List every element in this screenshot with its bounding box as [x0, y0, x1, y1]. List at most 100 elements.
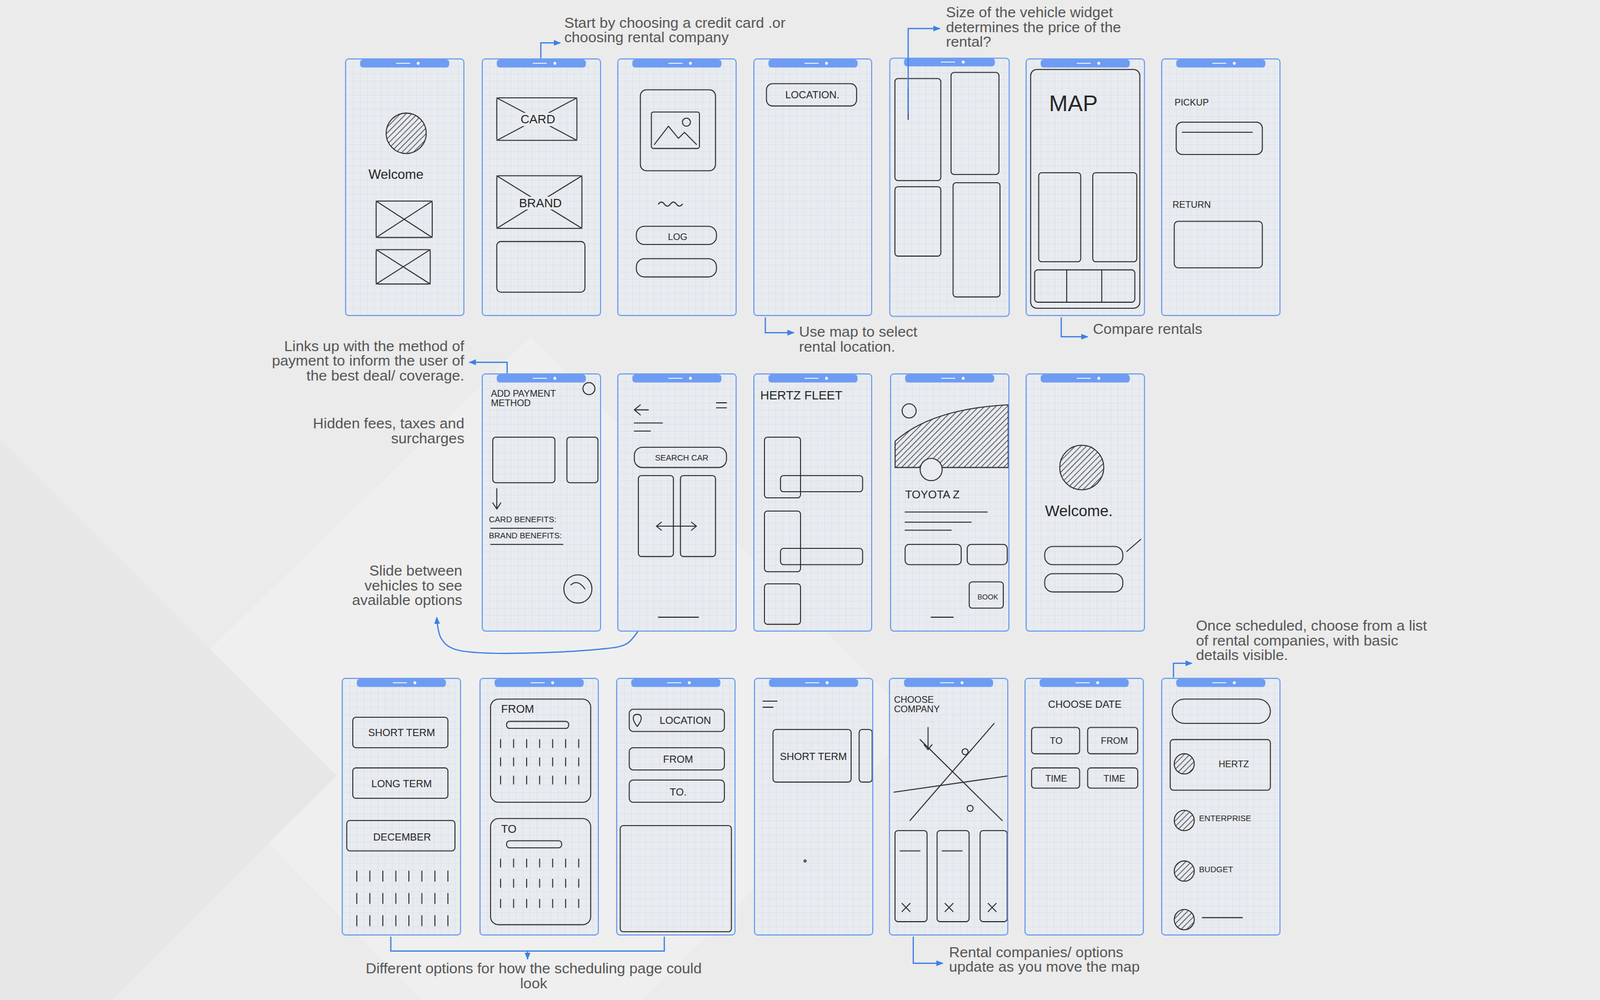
sketch-line [905, 530, 952, 532]
text-slot: CHOOSE COMPANY [893, 695, 976, 715]
sketch-text: CHOOSE DATE [1047, 698, 1122, 710]
phone-notch [903, 678, 993, 688]
background-diamond [0, 438, 337, 1000]
sketch-box [1031, 727, 1080, 754]
annotation-note: Once scheduled, choose from a list of re… [1196, 618, 1437, 663]
grid-paper [618, 374, 736, 631]
sketch-line [763, 706, 774, 708]
sketch-text: TIME [1045, 773, 1067, 784]
text-slot: SHORT TERM [773, 729, 853, 783]
notch-camera [553, 61, 557, 65]
phone-sketch [890, 678, 1008, 935]
sketch-content [763, 701, 873, 863]
grid-paper [755, 678, 873, 935]
text-slot: HERTZ FLEET [760, 388, 843, 402]
calendar-ticks [500, 878, 579, 888]
sketch-content [490, 382, 598, 604]
grid-paper [891, 374, 1009, 631]
sketch-content [347, 717, 456, 926]
notch-camera [1097, 377, 1100, 380]
sketch-text: FROM [1101, 736, 1129, 746]
annotation-note: Slide between vehicles to see available … [319, 563, 463, 608]
sketch-box [566, 437, 598, 483]
sketch-content [1174, 122, 1263, 268]
notch-camera [688, 377, 692, 380]
phone-notch [768, 59, 858, 68]
sketch-line [716, 407, 727, 409]
sketch-stroke [492, 488, 501, 509]
sketch-box [905, 544, 962, 565]
notch-speaker [667, 682, 682, 684]
sketch-circle [920, 458, 943, 481]
text-slot: SEARCH CAR [635, 447, 729, 469]
sketch-box [629, 780, 725, 803]
sketch-stroke [895, 405, 1009, 468]
phone-wireframe: SEARCH CAR [617, 373, 737, 632]
sketch-stroke [658, 201, 683, 206]
text-slot: TO [1031, 727, 1081, 755]
sketch-content [766, 83, 857, 106]
notch-speaker [940, 682, 954, 684]
sketch-text: LONG TERM [371, 778, 432, 789]
phone-notch [768, 374, 858, 383]
sketch-box [634, 447, 727, 468]
sketch-line [905, 511, 988, 513]
grid-paper [754, 59, 872, 316]
sketch-text: CARD [517, 112, 559, 126]
sketch-circle [682, 117, 691, 127]
phone-wireframe: LOCATIONFROMTO. [616, 677, 736, 937]
sketch-line [905, 521, 972, 523]
sketch-line [1101, 269, 1103, 302]
sketch-text: BRAND [515, 196, 565, 210]
sketch-box [620, 825, 732, 932]
text-slot: PICKUP [1174, 97, 1209, 108]
annotation-note: Size of the vehicle widget determines th… [946, 5, 1156, 50]
sketch-box [640, 89, 716, 171]
sketch-box [506, 840, 562, 848]
notch-speaker [804, 377, 819, 379]
notch-camera [826, 681, 829, 684]
grid-paper [342, 678, 460, 935]
sketch-content [893, 723, 1008, 922]
phone-sketch [1025, 678, 1143, 935]
text-slot: BUDGET [1198, 865, 1233, 874]
sketch-box [766, 83, 857, 106]
notch-speaker [668, 377, 683, 379]
sketch-content [1031, 727, 1138, 788]
notch-speaker [530, 682, 545, 684]
sketch-text: HERTZ FLEET [760, 388, 843, 402]
sketch-content [895, 403, 1009, 618]
calendar-ticks [500, 899, 579, 908]
sketch-box [936, 830, 969, 922]
text-slot: MAP [1048, 91, 1098, 115]
sketch-content [1030, 69, 1140, 309]
sketch-line [920, 739, 1003, 821]
text-slot: BOOK [970, 583, 1005, 611]
sketch-circle [967, 805, 974, 812]
grid-paper [346, 59, 464, 316]
sketch-text: Welcome [368, 167, 424, 182]
sketch-box [764, 583, 801, 625]
notch-speaker [1212, 682, 1227, 684]
sketch-box [1030, 69, 1140, 309]
phone-notch [1040, 374, 1130, 383]
sketch-box [773, 729, 852, 783]
sketch-box [347, 820, 456, 852]
sketch-box [1087, 767, 1138, 788]
sketch-circle [1174, 810, 1195, 830]
text-slot: BRAND [497, 176, 584, 230]
sketch-box [1038, 172, 1082, 262]
sketch-text: TO [501, 823, 517, 835]
text-slot: FROM [1088, 727, 1140, 755]
phone-sketch [346, 59, 464, 316]
grid-paper [480, 678, 598, 935]
sketch-content [895, 72, 1000, 297]
leader-arrow [1061, 317, 1088, 337]
grid-paper [1026, 59, 1144, 316]
phone-wireframe: LOCATION. [753, 58, 873, 317]
notch-camera [551, 681, 555, 684]
sketch-line [1126, 539, 1141, 552]
phone-wireframe: ADD PAYMENT METHODCARD BENEFITS:BRAND BE… [481, 373, 602, 632]
phone-notch [1176, 59, 1265, 68]
